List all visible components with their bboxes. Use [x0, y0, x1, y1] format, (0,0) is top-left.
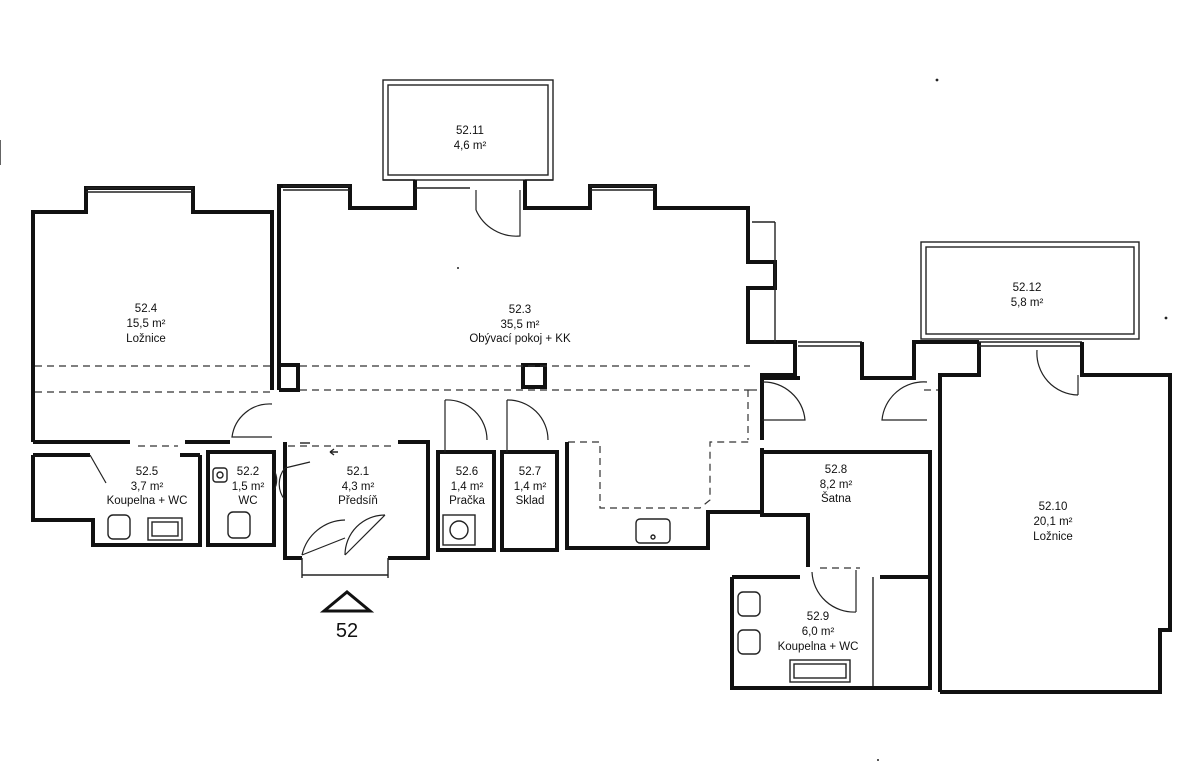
room-52-2-name: WC: [238, 495, 257, 507]
room-52-5-id: 52.5: [136, 466, 158, 478]
room-52-8-area: 8,2 m²: [820, 479, 853, 491]
room-52-2-id: 52.2: [237, 466, 259, 478]
walls-bathroom-52-5: [31, 445, 202, 547]
door-balcony-52-11: [475, 190, 521, 237]
room-52-11-id: 52.11: [456, 125, 484, 137]
room-labels: 52.1 4,3 m² Předsíň 52.2 1,5 m² WC 52.3 …: [107, 125, 1073, 653]
room-52-7-id: 52.7: [519, 466, 541, 478]
room-52-4-name: Ložnice: [126, 333, 166, 345]
ceiling-lines: [35, 365, 750, 509]
walls-hall-52-1: [231, 403, 430, 578]
room-52-3-id: 52.3: [509, 304, 531, 316]
room-52-3-name: Obývací pokoj + KK: [469, 333, 571, 345]
room-52-5-name: Koupelna + WC: [107, 495, 188, 507]
room-52-10-id: 52.10: [1039, 501, 1068, 513]
room-52-2-area: 1,5 m²: [232, 481, 265, 493]
room-52-9-id: 52.9: [807, 611, 829, 623]
room-52-1-id: 52.1: [347, 466, 369, 478]
room-52-7-area: 1,4 m²: [514, 481, 547, 493]
room-52-7-name: Sklad: [516, 495, 545, 507]
room-52-10-area: 20,1 m²: [1034, 516, 1073, 528]
room-52-4-area: 15,5 m²: [127, 318, 166, 330]
scan-specks: [0, 78, 1168, 761]
room-52-12-id: 52.12: [1013, 282, 1042, 294]
walls-laundry-52-6: [436, 399, 496, 552]
room-52-10-name: Ložnice: [1033, 531, 1073, 543]
walls-kitchen: [565, 442, 764, 550]
room-52-4-id: 52.4: [135, 303, 158, 315]
room-52-12-area: 5,8 m²: [1011, 297, 1044, 309]
room-52-5-area: 3,7 m²: [131, 481, 164, 493]
balcony-52-11: [382, 79, 554, 181]
room-52-9-name: Koupelna + WC: [778, 641, 859, 653]
walls-left-block: [31, 180, 797, 444]
walls-bedroom-52-10: [938, 341, 1172, 694]
room-52-9-area: 6,0 m²: [802, 626, 835, 638]
balcony-52-12: [920, 241, 1140, 340]
walls-bathroom-52-9: [730, 567, 932, 690]
walls-storage-52-7: [500, 399, 559, 552]
room-52-8-id: 52.8: [825, 464, 847, 476]
room-52-6-name: Pračka: [449, 495, 485, 507]
room-52-8-name: Šatna: [821, 492, 852, 505]
walls-wc-52-2: [206, 450, 278, 547]
room-52-3-area: 35,5 m²: [501, 319, 540, 331]
room-52-6-id: 52.6: [456, 466, 478, 478]
room-52-1-area: 4,3 m²: [342, 481, 375, 493]
room-52-11-area: 4,6 m²: [454, 140, 487, 152]
entrance-number: 52: [336, 620, 358, 642]
room-52-1-name: Předsíň: [338, 495, 378, 507]
entrance-marker: [319, 590, 375, 613]
room-52-6-area: 1,4 m²: [451, 481, 484, 493]
walls-dressing-52-8: [750, 340, 979, 575]
